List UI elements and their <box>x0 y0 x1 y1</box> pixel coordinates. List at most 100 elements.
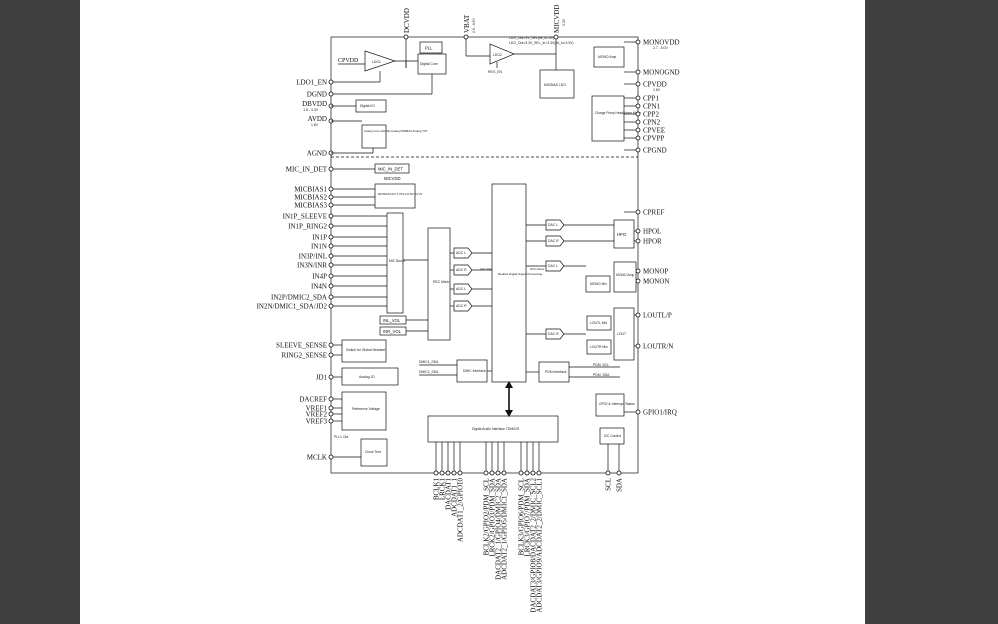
pin-label-in1p: IN1P <box>312 234 327 242</box>
pin-micbias1: MICBIAS1 <box>294 186 375 194</box>
pin-label-dacdat1: DACDAT1 <box>445 478 453 510</box>
dac-3: DAC L <box>526 260 586 272</box>
realtek-dsp-label: Realtek Digital Signal Processing <box>498 272 543 276</box>
pin-label-cpn2: CPN2 <box>643 119 661 127</box>
micbias-ldo-block <box>539 69 575 99</box>
pin-label-dcvdd: DCVDD <box>403 8 411 33</box>
pin-in1p-ring2: IN1P_RING2 <box>288 223 387 231</box>
pin-label-mclk: MCLK <box>307 454 327 462</box>
pdm-interface-label: PDM Interface <box>545 370 567 374</box>
pin-label-lrck2-gpio3-pdm-sda: LRCK2/GPIO3/PDM_SDA <box>489 478 497 557</box>
digital-io-block <box>355 99 387 113</box>
mic-boost-block <box>386 212 404 314</box>
pin-mic-in-det: MIC_IN_DET <box>286 166 375 174</box>
pin-label-vref3: VREF3 <box>306 418 328 426</box>
micbias-ldo-label: MICBIAS LDO <box>544 83 566 87</box>
pin-label-in4p: IN4P <box>312 273 327 281</box>
pin-label-hpor: HPOR <box>643 238 662 246</box>
pin-label-in1p-sleeve: IN1P_SLEEVE <box>283 213 327 221</box>
pin-sub-dbvdd: 1.8 - 3.3V <box>303 108 318 112</box>
reference-voltage-label: Reference Voltage <box>352 407 380 411</box>
pin-dacdat2-1-gpio4-dmic2-sda: DACDAT2_1/GPIO4/DMIC2_SDA <box>495 442 503 580</box>
pin-monop: MONOP <box>635 268 668 276</box>
pin-adcdat2-1-gpio5-dmic1-sda: ADCDAT2_1/GPIO5/DMIC1_SDA <box>501 442 509 580</box>
pin-in1p-sleeve: IN1P_SLEEVE <box>283 213 387 221</box>
dmic2-sda-label: DMIC2_SDA <box>419 370 439 374</box>
bottom-pins: BCLK1LRCK1DACDAT1ADCDAT1_1ADCDAT1_2/GPIO… <box>433 442 624 613</box>
pin-sub-monovdd: 2.7 - 5.0V <box>653 46 668 50</box>
pin-label-micbias1: MICBIAS1 <box>294 186 327 194</box>
mono-amp-label: MONO Amp <box>616 273 634 277</box>
pin-loutl-p: LOUTL/P <box>634 312 672 320</box>
pin-lrck2-gpio3-pdm-sda: LRCK2/GPIO3/PDM_SDA <box>489 442 497 557</box>
pin-label-ldo1-en: LDO1_EN <box>296 79 327 87</box>
inl-vol-label: INL_VOL <box>383 318 401 323</box>
dac-2: DAC R <box>526 235 614 247</box>
pin-cpgnd: CPGND <box>624 147 667 155</box>
pin-label-in1n: IN1N <box>311 243 327 251</box>
pin-label-in4n: IN4N <box>311 283 327 291</box>
pin-bclk2-gpio2-pdm-scl: BCLK2/GPIO2/PDM_SCL <box>483 442 491 555</box>
adc-1: ADC L <box>450 247 492 259</box>
pdm-sda-label: PDM_SDA <box>593 373 610 377</box>
pin-label-dbvdd: DBVDD <box>302 100 327 108</box>
dac-label-1: DAC L <box>548 223 558 227</box>
pin-label-dacdat3-gpio8-dacdat2-2-dmic-scl2: DACDAT3/GPIO8/DACDAT2_2/DMIC_SCL2 <box>530 478 538 613</box>
mono-amp-supply-block <box>593 46 625 68</box>
pin-vbat: VBAT 2.5 - 4.5V <box>463 14 476 56</box>
ldo2-label: LDO2 <box>493 53 502 57</box>
reference-voltage-block <box>341 391 387 431</box>
pin-label-adcdat2-1-gpio5-dmic1-sda: ADCDAT2_1/GPIO5/DMIC1_SDA <box>501 478 509 580</box>
dac-4: DAC R <box>526 328 586 340</box>
pin-label-monognd: MONOGND <box>643 69 680 77</box>
document-page: DCVDD VBAT 2.5 - 4.5V MICVDD 3.3V PLL Di… <box>80 0 865 624</box>
pin-cpvee: CPVEE <box>624 127 665 135</box>
pin-cpn1: CPN1 <box>624 103 661 111</box>
pin-label-micvdd: MICVDD <box>553 5 561 33</box>
pin-vref3: VREF3 <box>306 418 342 426</box>
mono-mix-label: MONO Mix <box>590 282 607 286</box>
dac-label-3: DAC L <box>548 264 558 268</box>
pll1-out-label: PLL1 Out <box>334 435 348 439</box>
pin-label-in3n-inr: IN3N/INR <box>297 262 327 270</box>
pin-vref2: VREF2 <box>306 411 342 419</box>
pin-in2n-dmic1-sda-jd2: IN2N/DMIC1_SDA/JD2 <box>257 303 387 311</box>
pin-sub-vbat: 2.5 - 4.5V <box>472 18 476 33</box>
digital-io-label: Digital I/O <box>360 104 375 108</box>
adc-label-3: ADC L <box>456 287 466 291</box>
pin-label-gpio1-irq: GPIO1/IRQ <box>643 409 677 417</box>
pin-in4p: IN4P <box>312 273 387 281</box>
pin-sub-cpvdd: 1.8V <box>653 88 661 92</box>
ldo-note-1: LDO_Out=3V_SEL(bit_in=3V) <box>509 36 554 40</box>
pin-label-loutl-p: LOUTL/P <box>643 312 672 320</box>
pin-hpol: HPOL <box>634 228 661 236</box>
pin-gpio1-irq: GPIO1/IRQ <box>624 409 677 417</box>
mono-amp-block <box>613 261 637 293</box>
dai-block <box>427 415 559 443</box>
pin-label-cpref: CPREF <box>643 209 665 217</box>
pin-scl: SCL <box>605 444 613 491</box>
pin-label-lrck3-gpio7-pdm-sda: LRCK3/GPIO7/PDM_SDA <box>524 478 532 557</box>
mono-mix-block <box>585 275 611 293</box>
pin-label-cpvpp: CPVPP <box>643 135 665 143</box>
pll-label: PLL <box>425 46 433 51</box>
pin-label-vbat: VBAT <box>463 14 471 33</box>
dac-group: DAC L DAC R DAC L DAC R <box>526 219 614 340</box>
pin-bclk3-gpio6-pdm-scl: BCLK3/GPIO6/PDM_SCL <box>518 442 526 555</box>
gpio-status-label: GPIO & Interrupt Status <box>599 402 635 406</box>
pin-label-monop: MONOP <box>643 268 668 276</box>
pin-label-bclk1: BCLK1 <box>433 478 441 501</box>
pin-loutr-n: LOUTR/N <box>634 343 673 351</box>
pin-label-dgnd: DGND <box>307 91 327 99</box>
hpo-block <box>613 219 635 249</box>
i2c-control-label: I2C Control <box>604 434 621 438</box>
pdm-scl-label: PDM_SCL <box>593 363 609 367</box>
mic-in-det-block-label: MIC_IN_DET <box>378 167 403 172</box>
pin-label-scl: SCL <box>605 478 613 491</box>
pin-label-cpn1: CPN1 <box>643 103 661 111</box>
adc-filter-label: ADC Filters <box>480 267 495 271</box>
adc-4: ADC R <box>450 300 492 312</box>
rec-mixer-label: REC Mixer <box>433 280 450 284</box>
